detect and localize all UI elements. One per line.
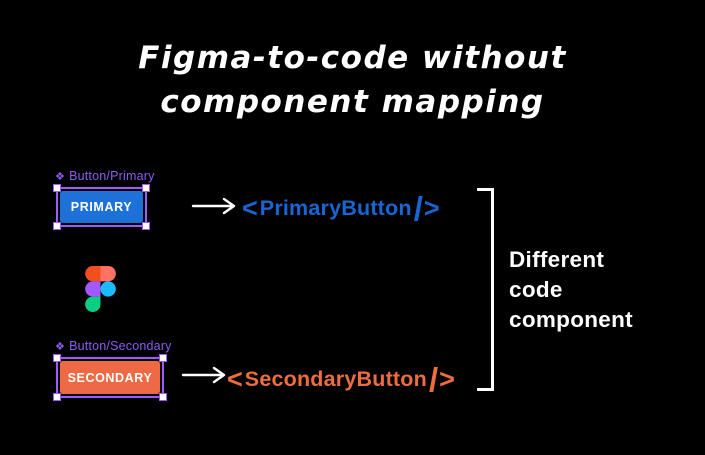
layer-label-primary: ❖Button/Primary <box>55 169 155 183</box>
right-arrow-icon <box>181 366 226 384</box>
code-snippet-secondary: < SecondaryButton / > <box>227 361 455 398</box>
slash-glyph: / <box>413 190 423 227</box>
component-icon: ❖ <box>55 341 66 353</box>
primary-button[interactable]: PRIMARY <box>60 191 143 223</box>
secondary-button[interactable]: SECONDARY <box>60 361 160 394</box>
title-line-2: component mapping <box>160 84 545 120</box>
annotation-text: Different code component <box>509 245 633 335</box>
selection-frame-secondary[interactable]: SECONDARY <box>53 354 167 401</box>
code-tag-name: PrimaryButton <box>259 195 412 220</box>
component-icon: ❖ <box>55 171 66 183</box>
layer-label-secondary-text: Button/Secondary <box>69 339 172 353</box>
slash-glyph: / <box>428 361 439 398</box>
layer-label-primary-text: Button/Primary <box>69 169 155 183</box>
selection-handle[interactable] <box>53 222 61 230</box>
code-tag-name: SecondaryButton <box>244 366 427 391</box>
page-title: Figma-to-code without component mapping <box>0 36 705 124</box>
selection-handle[interactable] <box>142 184 150 192</box>
right-arrow-icon <box>191 197 236 215</box>
annotation-line-3: component <box>509 307 633 332</box>
title-line-1: Figma-to-code without <box>138 40 567 76</box>
figma-logo-icon <box>85 266 116 312</box>
close-bracket: > <box>439 363 455 394</box>
annotation-line-2: code <box>509 277 563 302</box>
selection-handle[interactable] <box>53 354 61 362</box>
selection-handle[interactable] <box>159 354 167 362</box>
selection-handle[interactable] <box>159 393 167 401</box>
open-bracket: < <box>227 363 243 394</box>
annotation-line-1: Different <box>509 247 605 272</box>
grouping-bracket <box>477 188 494 391</box>
layer-label-secondary: ❖Button/Secondary <box>55 339 172 353</box>
code-snippet-primary: < PrimaryButton / > <box>242 190 440 227</box>
selection-handle[interactable] <box>53 184 61 192</box>
selection-frame-primary[interactable]: PRIMARY <box>53 184 150 230</box>
close-bracket: > <box>423 192 440 223</box>
selection-handle[interactable] <box>53 393 61 401</box>
open-bracket: < <box>242 192 258 223</box>
selection-handle[interactable] <box>142 222 150 230</box>
